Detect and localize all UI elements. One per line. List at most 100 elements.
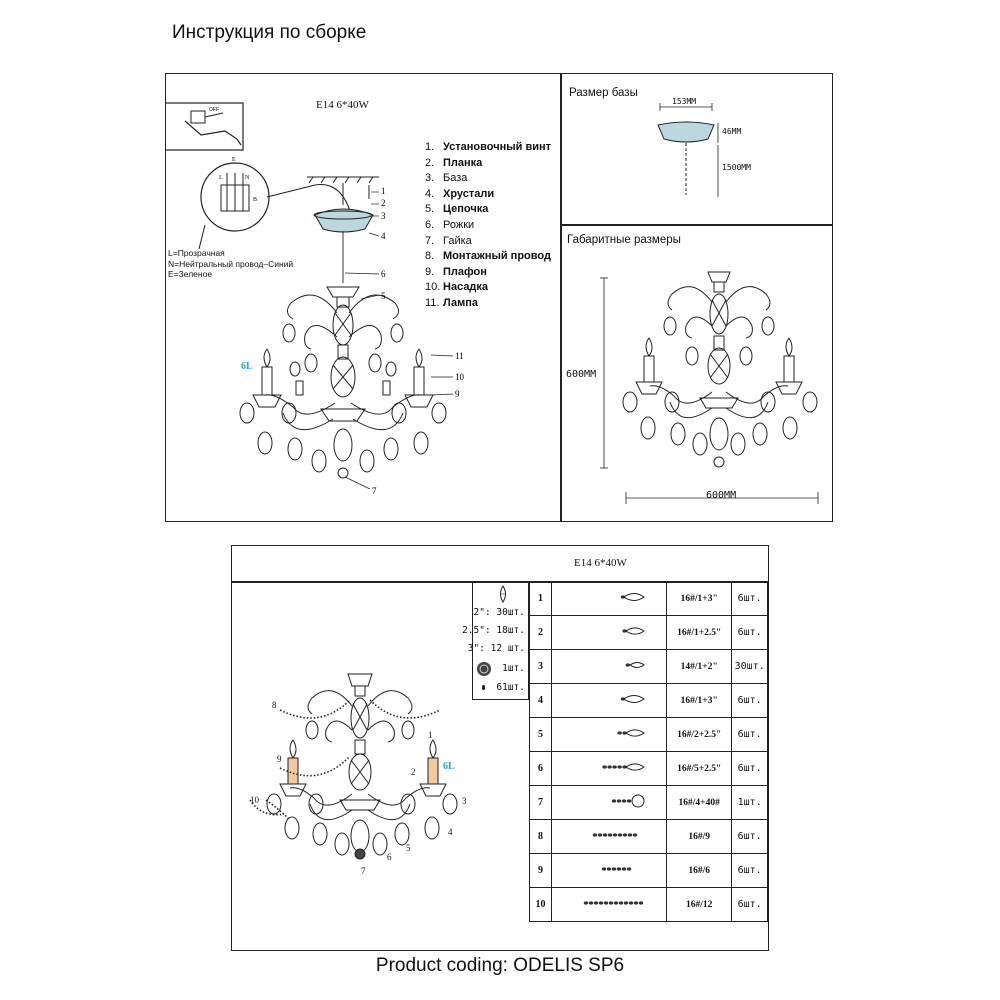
crystal-count-2-5in: 2.5": 18шт. <box>462 625 525 636</box>
crystal-strand-picture <box>551 853 668 888</box>
parts-list-label: Цепочка <box>443 203 489 216</box>
bottom-callout-6: 6 <box>387 852 392 862</box>
callout-10: 10 <box>455 372 465 382</box>
parts-list-item: 4.Хрустали <box>425 187 551 203</box>
assembly-spec: E14 6*40W <box>316 99 369 111</box>
parts-list-label: Плафон <box>443 265 487 278</box>
crystal-row-number: 7 <box>528 785 553 820</box>
crystal-frame <box>231 545 769 951</box>
crystal-strand-icon <box>602 763 645 771</box>
dimensions-drawing <box>600 271 819 504</box>
crystal-strand-picture <box>551 751 668 786</box>
crystal-row-quantity: 6шт. <box>731 819 768 854</box>
parts-list-label: Монтажный провод <box>443 250 551 263</box>
crystal-row-quantity: 6шт. <box>731 887 768 922</box>
parts-list-label: Хрустали <box>443 187 495 200</box>
parts-list-number: 9. <box>425 265 435 278</box>
svg-text:OFF: OFF <box>209 107 219 113</box>
wire-legend-item: N=Нейтральный провод–Синий <box>168 258 294 269</box>
product-code: Product coding: ODELIS SP6 <box>375 955 625 976</box>
connector-label: N <box>245 175 250 181</box>
bottom-callout-5: 5 <box>406 843 411 853</box>
crystal-row-spec: 16#/9 <box>666 819 733 854</box>
connector-label: E <box>232 157 236 163</box>
crystal-row-spec: 16#/4+40# <box>666 785 733 820</box>
parts-list-number: 6. <box>425 218 435 231</box>
bottom-callout-3: 3 <box>462 796 467 806</box>
bottom-callout-2: 2 <box>411 767 416 777</box>
bead-icon <box>482 685 485 690</box>
bead-strands <box>249 699 441 821</box>
callout-1: 1 <box>381 186 386 196</box>
callout-5: 5 <box>381 291 386 301</box>
crystal-strand-icon <box>592 833 638 837</box>
crystal-strand-picture <box>551 785 668 820</box>
base-width-value: 153MM <box>672 97 697 106</box>
parts-list-number: 10. <box>425 281 441 294</box>
crystal-strand-icon <box>622 627 645 635</box>
base-size-drawing <box>657 103 719 197</box>
crystal-row-quantity: 6шт. <box>731 751 768 786</box>
parts-list-number: 11. <box>425 296 440 309</box>
crystal-row-spec: 16#/5+2.5" <box>666 751 733 786</box>
crystal-strand-picture <box>551 649 668 684</box>
crystal-count-3in: 3": 12 шт. <box>467 643 525 654</box>
crystal-row-number: 5 <box>528 717 553 752</box>
crystal-row-spec: 16#/2+2.5" <box>666 717 733 752</box>
crystal-strand-picture <box>551 819 668 854</box>
crystal-strand-picture <box>551 717 668 752</box>
ceiling-mount <box>307 176 379 233</box>
crystal-row-quantity: 6шт. <box>731 615 768 650</box>
parts-list-item: 11.Лампа <box>425 296 551 312</box>
crystal-strand-icon <box>620 695 645 703</box>
crystal-drop-icon <box>500 585 506 603</box>
parts-list-number: 7. <box>425 234 435 247</box>
crystal-row-spec: 16#/1+3" <box>666 581 733 616</box>
parts-list-number: 1. <box>425 141 435 153</box>
crystal-row-quantity: 6шт. <box>731 581 768 616</box>
wire-legend-item: L=Прозрачная <box>168 248 225 258</box>
terminal-block-icon <box>198 162 351 250</box>
parts-list-number: 3. <box>425 172 435 185</box>
crystal-strand-picture <box>551 581 668 616</box>
parts-list-item: 3.База <box>425 171 551 187</box>
bottom-callout-4: 4 <box>448 827 453 837</box>
top-vertical-divider <box>560 73 562 522</box>
crystal-row-spec: 16#/12 <box>666 887 733 922</box>
parts-list-label: Планка <box>443 156 483 169</box>
crystal-count-2in: 2": 30шт. <box>473 607 525 618</box>
parts-list-label: Гайка <box>443 234 472 247</box>
crystal-strand-picture <box>551 615 668 650</box>
crystal-row-number: 2 <box>528 615 553 650</box>
parts-list-item: 5.Цепочка <box>425 202 551 218</box>
page-title: Инструкция по сборке <box>172 22 367 43</box>
crystal-row-spec: 16#/1+3" <box>666 683 733 718</box>
parts-list-label: Рожки <box>443 218 475 231</box>
crystal-row-number: 10 <box>528 887 553 922</box>
parts-list-item: 1. Установочный винт <box>425 140 551 156</box>
parts-list-number: 8. <box>425 250 435 263</box>
base-size-title: Размер базы <box>569 87 638 99</box>
chandelier-body <box>239 286 447 479</box>
bottom-callout-10: 10 <box>250 795 259 805</box>
bottom-callout-9: 9 <box>277 754 282 764</box>
lamp-count-label: 6L <box>241 361 253 372</box>
crystal-strand-icon <box>583 901 644 905</box>
bottom-callout-8: 8 <box>272 700 277 710</box>
dimensions-title: Габаритные размеры <box>567 234 681 246</box>
crystal-strand-icon <box>625 662 645 668</box>
power-switch-icon: OFF <box>165 102 244 151</box>
parts-list-label: Установочный винт <box>443 141 551 153</box>
crystal-row-number: 8 <box>528 819 553 854</box>
crystal-row-quantity: 6шт. <box>731 853 768 888</box>
parts-list-item: 2.Планка <box>425 156 551 172</box>
crystal-strand-icon <box>617 729 645 737</box>
crystal-counts-box: 2": 30шт. 2.5": 18шт. 3": 12 шт. 1шт. 61… <box>462 582 529 700</box>
callout-11: 11 <box>455 351 464 361</box>
overall-height-value: 600MM <box>566 369 597 380</box>
